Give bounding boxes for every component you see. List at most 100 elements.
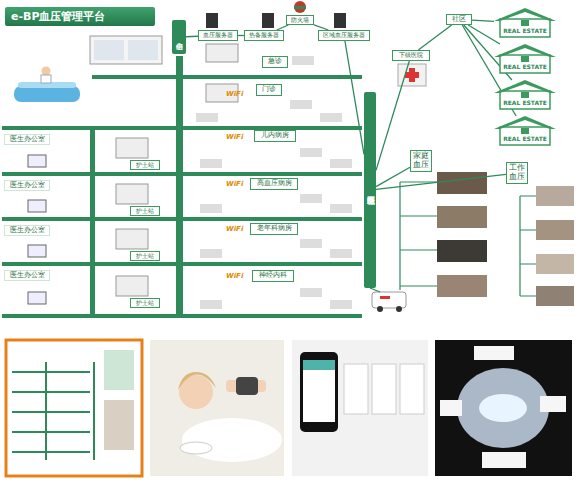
bed bbox=[200, 300, 222, 309]
department-box: 老年科病房 bbox=[250, 223, 298, 235]
office-box: 医生办公室 bbox=[4, 134, 50, 145]
department-box: 急诊 bbox=[262, 56, 288, 68]
node-text: 医生办公室 bbox=[10, 136, 45, 144]
house-roof bbox=[494, 116, 556, 129]
connector bbox=[186, 36, 198, 38]
house-roof bbox=[494, 80, 556, 93]
node-text: 神经内科 bbox=[259, 272, 287, 280]
title-banner: e-BP血压管理平台 bbox=[5, 7, 155, 26]
bed bbox=[300, 288, 322, 297]
bed bbox=[200, 159, 222, 168]
house-shape: REAL ESTATE bbox=[494, 44, 556, 74]
phone bbox=[300, 352, 338, 432]
node-text: 护士站 bbox=[136, 253, 154, 260]
node-text: 血压服务器 bbox=[203, 32, 233, 39]
node-text: 医生办公室 bbox=[10, 272, 45, 280]
house-window bbox=[521, 92, 529, 98]
house-shape: REAL ESTATE bbox=[494, 80, 556, 110]
connector bbox=[376, 167, 410, 186]
photo bbox=[536, 254, 574, 274]
server-icon bbox=[206, 13, 218, 28]
platform-bar: 区域血压网络平台 bbox=[364, 92, 376, 288]
ambulance-stripe bbox=[380, 296, 390, 299]
station-box: 护士站 bbox=[130, 298, 160, 308]
node-text: REAL ESTATE bbox=[503, 100, 547, 107]
connector bbox=[376, 174, 506, 189]
wifi-label: WiFi bbox=[226, 272, 243, 280]
circle-diagram bbox=[457, 368, 549, 448]
vertical-bus bbox=[90, 126, 95, 316]
wifi-label: WiFi bbox=[226, 180, 243, 188]
node-text: 热备服务器 bbox=[249, 32, 279, 39]
info-box bbox=[474, 346, 514, 360]
node-text: REAL ESTATE bbox=[503, 136, 547, 143]
bed bbox=[292, 56, 314, 65]
house-body bbox=[500, 127, 550, 145]
work-box: 工作血压 bbox=[506, 162, 528, 184]
department-box: 神经内科 bbox=[252, 270, 294, 282]
node-text: 急诊 bbox=[268, 58, 282, 66]
house-body bbox=[500, 55, 550, 73]
reception-desk bbox=[14, 86, 80, 102]
screen-panel bbox=[94, 40, 124, 60]
department-box: 高血压病房 bbox=[250, 178, 298, 190]
photo bbox=[437, 206, 487, 228]
nurse-monitor bbox=[116, 276, 148, 296]
station-box: 护士站 bbox=[130, 160, 160, 170]
app-header bbox=[303, 360, 335, 370]
photo bbox=[536, 220, 574, 240]
thumbnail-frame bbox=[6, 340, 142, 476]
bed bbox=[200, 249, 222, 258]
station-box: 护士站 bbox=[130, 206, 160, 216]
hospital-box: 下级医院 bbox=[392, 50, 430, 61]
hair bbox=[178, 372, 216, 390]
node-text: 护士站 bbox=[136, 162, 154, 169]
bed bbox=[320, 113, 342, 122]
vertical-trunk bbox=[176, 56, 183, 316]
node-text: 防火墙 bbox=[291, 17, 309, 24]
wheel bbox=[377, 306, 383, 312]
cloud-thumbnail bbox=[435, 340, 572, 476]
bed bbox=[330, 249, 352, 258]
node-text: 下级医院 bbox=[399, 52, 423, 59]
office-monitor bbox=[28, 245, 46, 257]
center-box: 信息中心 bbox=[172, 20, 186, 54]
bed bbox=[330, 159, 352, 168]
mini-photos bbox=[104, 400, 134, 450]
leader-line bbox=[370, 288, 380, 292]
node-text: 老年科病房 bbox=[257, 225, 292, 233]
cloud bbox=[479, 394, 527, 422]
connector bbox=[472, 20, 494, 21]
bed bbox=[196, 113, 218, 122]
server-label: 热备服务器 bbox=[244, 30, 284, 41]
bed bbox=[300, 194, 322, 203]
house-body bbox=[500, 91, 550, 109]
photo bbox=[437, 240, 487, 262]
house-roof bbox=[494, 44, 556, 57]
screen-panel bbox=[128, 40, 158, 60]
server-icon bbox=[262, 13, 274, 28]
house-body bbox=[500, 19, 550, 37]
schedule-screen bbox=[90, 36, 162, 64]
bp-cuff bbox=[236, 377, 258, 395]
red-cross bbox=[405, 72, 419, 78]
connector bbox=[345, 41, 364, 154]
connector bbox=[418, 25, 451, 50]
home-box: 家庭血压 bbox=[410, 150, 432, 172]
office-monitor bbox=[28, 292, 46, 304]
wifi-label: WiFi bbox=[226, 90, 243, 98]
department-box: 门诊 bbox=[256, 84, 282, 96]
node-text: 门诊 bbox=[262, 86, 276, 94]
node-text: 医生办公室 bbox=[10, 182, 45, 190]
photo bbox=[536, 286, 574, 306]
node-text: 医生办公室 bbox=[10, 227, 45, 235]
server-label: 血压服务器 bbox=[198, 30, 238, 41]
community-box: 社区 bbox=[446, 14, 472, 25]
node-text: 社区 bbox=[452, 16, 466, 24]
photo bbox=[437, 172, 487, 194]
house-window bbox=[521, 128, 529, 134]
bed bbox=[200, 204, 222, 213]
